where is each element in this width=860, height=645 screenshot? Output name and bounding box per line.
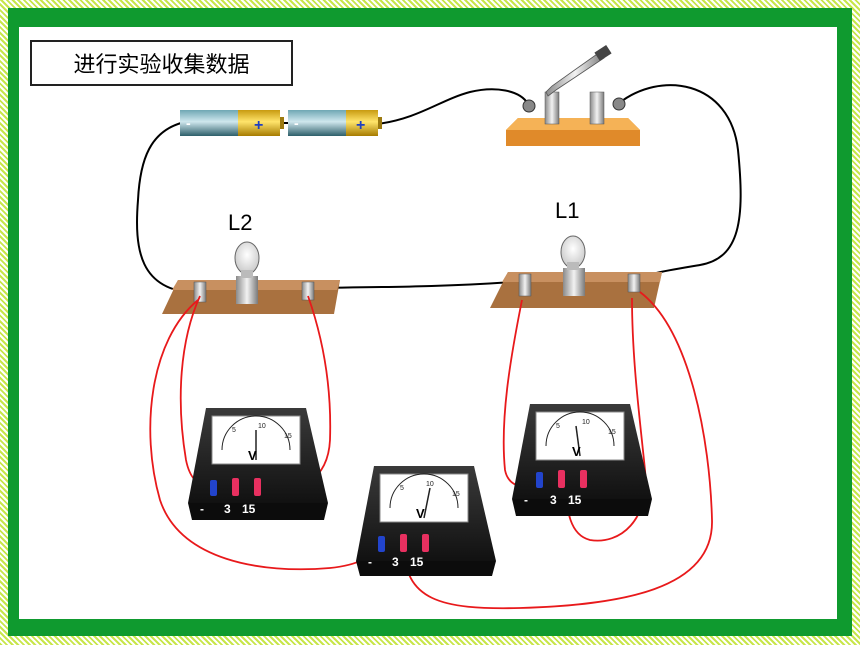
voltmeter-left: 5 10 15 V - 3 15 (188, 408, 328, 520)
wire-left-board-to-right-board (311, 280, 526, 289)
battery-plus-label: + (356, 117, 365, 134)
battery-left: - + (180, 110, 284, 136)
terminal-minus: - (524, 493, 528, 507)
svg-text:5: 5 (232, 427, 236, 434)
voltmeter-middle: 5 10 15 V - 3 15 (356, 466, 496, 576)
lamp-board-l1: L1 (490, 198, 662, 308)
wire-battery-to-switch (377, 88, 529, 125)
wire-battery-to-left-board (136, 121, 196, 294)
terminal-15: 15 (568, 493, 582, 507)
svg-text:15: 15 (284, 433, 292, 440)
knife-switch (506, 44, 640, 146)
voltmeter-right: 5 10 15 V - 3 15 (512, 404, 652, 516)
slide-title-text: 进行实验收集数据 (73, 53, 250, 78)
wire-l1-to-meter-middle (403, 291, 713, 610)
svg-text:10: 10 (582, 419, 590, 426)
wire-l2-to-meter-middle (149, 299, 383, 571)
terminal-3: 3 (224, 502, 231, 516)
terminal-minus: - (200, 502, 204, 516)
terminal-minus: - (368, 555, 372, 569)
terminal-3: 3 (392, 555, 399, 569)
voltmeter-symbol: V (248, 448, 257, 463)
svg-text:5: 5 (556, 423, 560, 430)
battery-minus-label: - (186, 115, 191, 131)
battery-right: - + (288, 110, 382, 136)
lamp-label-l2: L2 (228, 210, 252, 235)
voltmeter-symbol: V (572, 444, 581, 459)
terminal-15: 15 (410, 555, 424, 569)
battery-plus-label: + (254, 117, 263, 134)
svg-text:10: 10 (426, 481, 434, 488)
voltmeter-symbol: V (416, 506, 425, 521)
svg-text:10: 10 (258, 423, 266, 430)
terminal-15: 15 (242, 502, 256, 516)
lamp-label-l1: L1 (555, 198, 579, 223)
slide-title: 进行实验收集数据 (30, 40, 293, 86)
svg-text:5: 5 (400, 485, 404, 492)
svg-text:15: 15 (452, 491, 460, 498)
battery-minus-label: - (294, 115, 299, 131)
lamp-board-l2: L2 (162, 210, 340, 314)
svg-text:15: 15 (608, 429, 616, 436)
wire-switch-to-right-board (617, 84, 742, 281)
terminal-3: 3 (550, 493, 557, 507)
